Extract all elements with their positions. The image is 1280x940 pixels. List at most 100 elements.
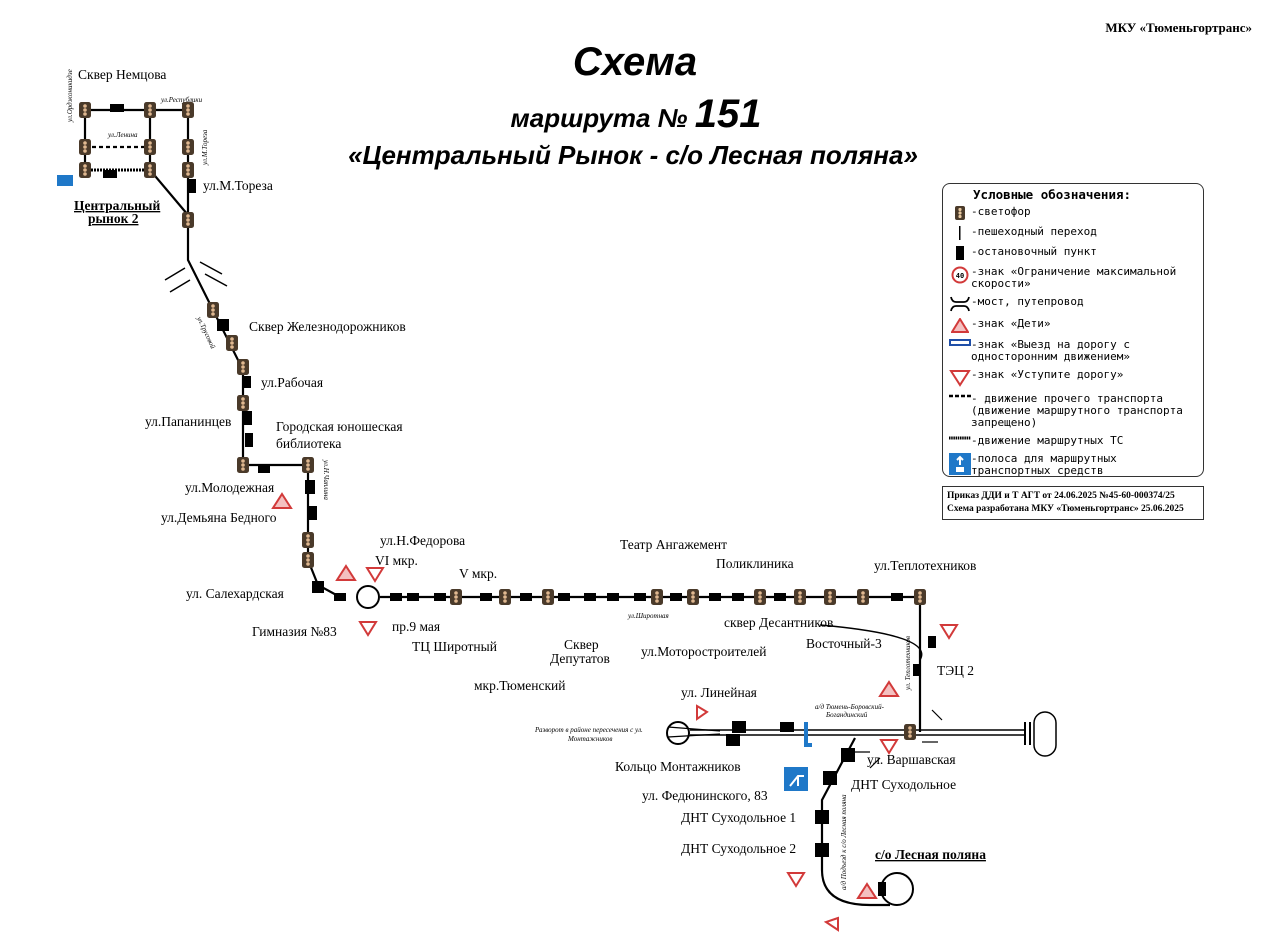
organization: МКУ «Тюменьгортранс» — [1105, 20, 1252, 35]
bus-stop-icon — [390, 593, 402, 601]
stop-label: рынок 2 — [88, 211, 139, 226]
street-label: ул.Орджоникидзе — [66, 69, 74, 123]
stop-label: Сквер — [564, 637, 599, 652]
traffic-light-icon — [182, 102, 194, 118]
legend-item-yield: -знак «Уступите дорогу» — [949, 369, 1197, 387]
traffic-light-icon — [237, 457, 249, 473]
stop-label: пр.9 мая — [392, 619, 440, 634]
traffic-light-icon — [949, 206, 971, 220]
bus-stop-icon — [913, 664, 921, 676]
yield-sign-icon — [786, 872, 806, 888]
traffic-light-icon — [857, 589, 869, 605]
bus-stop-icon — [307, 506, 317, 520]
bus-stop-icon — [334, 593, 346, 601]
yield-sign-icon — [365, 567, 385, 583]
bus-stop-icon — [670, 593, 682, 601]
traffic-light-icon — [904, 724, 916, 740]
bus-stop-icon — [243, 376, 251, 388]
bus-stop-icon — [110, 104, 124, 112]
bus-stop-icon — [732, 593, 744, 601]
speed-limit-icon: 40 — [949, 266, 971, 284]
legend-item-one-way: -знак «Выезд на дорогу с односторонним д… — [949, 339, 1197, 363]
traffic-light-icon — [144, 139, 156, 155]
legend-item-route-traffic: -движение маршрутных ТС — [949, 435, 1197, 447]
traffic-light-icon — [144, 162, 156, 178]
bus-stop-icon — [732, 721, 746, 733]
bus-stop-icon — [103, 170, 117, 178]
stop-label: ул. Линейная — [681, 685, 757, 700]
street-label: ул.Широтная — [627, 612, 669, 620]
bus-stop-icon — [815, 843, 829, 857]
bus-stop-icon — [634, 593, 646, 601]
stop-label: Гимназия №83 — [252, 624, 337, 639]
stop-label: ул.Папанинцев — [145, 414, 231, 429]
stop-label: ул.М.Тореза — [203, 178, 273, 193]
traffic-light-icon — [226, 335, 238, 351]
traffic-light-icon — [237, 359, 249, 375]
legend-item-speed: 40-знак «Ограничение максимальной скорос… — [949, 266, 1197, 290]
stop-label: Кольцо Монтажников — [615, 759, 741, 774]
bridge-icon — [949, 296, 971, 312]
route-number: 151 — [694, 92, 762, 136]
pedestrian-ramp-icon — [789, 775, 804, 787]
stop-label: ДНТ Суходольное — [851, 777, 956, 792]
street-label: ул.Трусовой — [195, 315, 217, 351]
bus-stop-icon — [709, 593, 721, 601]
traffic-light-icon — [302, 457, 314, 473]
yield-sign-icon — [358, 621, 378, 637]
stop-label: ТЦ Широтный — [412, 639, 497, 654]
bus-stop-icon — [823, 771, 837, 785]
bus-stop-icon — [520, 593, 532, 601]
legend-item-bus-lane: -полоса для маршрутных транспортных сред… — [949, 453, 1197, 477]
bus-stop-icon — [480, 593, 492, 601]
bus-stop-icon — [726, 734, 740, 746]
bus-stop-icon — [407, 593, 419, 601]
stop-label: мкр.Тюменский — [474, 678, 565, 693]
children-sign-icon — [949, 318, 971, 333]
title-prefix: маршрута № — [510, 103, 688, 133]
stop-label: ул.Молодежная — [185, 480, 274, 495]
bus-lane-icon — [949, 453, 971, 475]
street-label: Монтажников — [567, 735, 612, 743]
bus-stop-icon — [774, 593, 786, 601]
yield-sign-icon — [823, 916, 839, 932]
children-sign-icon — [271, 492, 293, 509]
bus-stop-icon — [258, 465, 270, 473]
legend-item-other-traffic: - движение прочего транспорта (движение … — [949, 393, 1197, 429]
traffic-light-icon — [914, 589, 926, 605]
street-label: ул.М.Тореза — [201, 129, 209, 166]
traffic-light-icon — [651, 589, 663, 605]
traffic-light-icon — [182, 162, 194, 178]
stop-label: ул. Салехардская — [186, 586, 284, 601]
traffic-light-icon — [450, 589, 462, 605]
traffic-light-icon — [754, 589, 766, 605]
stop-label: ДНТ Суходольное 1 — [681, 810, 796, 825]
svg-text:40: 40 — [956, 272, 964, 280]
legend-item-traffic-light: -светофор — [949, 206, 1197, 220]
legend-title: Условные обозначения: — [973, 187, 1132, 202]
yield-sign-icon — [879, 739, 899, 755]
stop-label: Депутатов — [550, 651, 610, 666]
traffic-light-icon — [144, 102, 156, 118]
traffic-light-icon — [237, 395, 249, 411]
one-way-sign-icon — [949, 339, 971, 347]
bus-stop-icon — [584, 593, 596, 601]
bus-lane-icon — [57, 175, 73, 186]
stop-label: ул.Демьяна Бедного — [161, 510, 277, 525]
direction-arrow-icon — [869, 757, 881, 769]
street-label: ул.Республики — [160, 96, 203, 104]
yield-sign-icon — [949, 369, 971, 387]
legend-item-stop: -остановочный пункт — [949, 246, 1197, 260]
stop-label: ул. Варшавская — [867, 752, 956, 767]
stop-label: с/о Лесная поляна — [875, 847, 986, 862]
stop-label: V мкр. — [459, 566, 497, 581]
stop-label: Центральный — [74, 198, 160, 213]
street-label: ул.Н.Чаплина — [322, 459, 330, 500]
bus-stop-icon — [949, 246, 971, 260]
street-label: ул.Ленина — [107, 131, 138, 139]
bus-stop-icon — [841, 748, 855, 762]
traffic-light-icon — [794, 589, 806, 605]
order-info: Приказ ДДИ и Т АГТ от 24.06.2025 №45-60-… — [942, 486, 1204, 520]
bus-stop-icon — [217, 319, 229, 331]
stop-label: Восточный-3 — [806, 636, 882, 651]
